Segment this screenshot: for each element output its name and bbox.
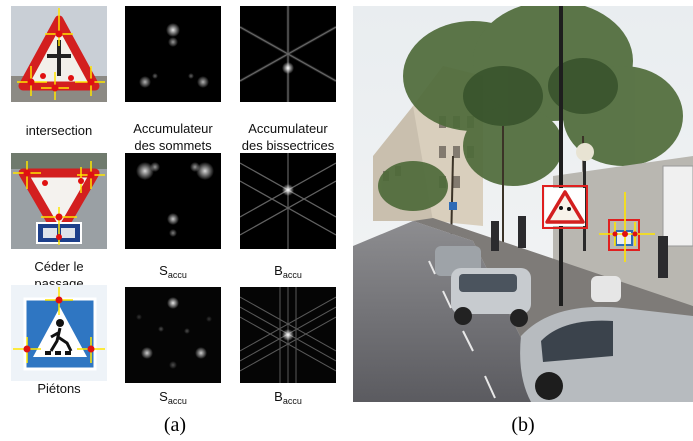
label-subscript: accu	[282, 270, 302, 280]
intersection-sign-photo	[11, 6, 107, 102]
vertex-accumulator-image	[125, 6, 221, 102]
label-line: Céder le	[34, 259, 84, 274]
label-line: des sommets	[134, 138, 212, 153]
caption-b: (b)	[511, 414, 535, 436]
label-subscript: accu	[282, 396, 302, 406]
yield-sign-photo	[11, 153, 107, 249]
row3-label: Piétons	[37, 381, 81, 396]
vertex-accumulator-label: Accumulateur des sommets	[113, 120, 233, 154]
label-main: B	[274, 389, 283, 404]
vertex-accumulator-image	[125, 287, 221, 383]
bisector-accumulator-image	[240, 153, 336, 249]
b-accu-label: Baccu	[226, 262, 350, 284]
label-line: Accumulateur	[248, 121, 328, 136]
pedestrian-sign-photo	[11, 285, 107, 381]
street-scene-photo	[353, 6, 693, 402]
label-main: B	[274, 263, 283, 278]
s-accu-label: Saccu	[113, 262, 233, 284]
row1-label: intersection	[25, 123, 93, 138]
label-main: S	[159, 263, 168, 278]
label-subscript: accu	[167, 270, 187, 280]
b-accu-label: Baccu	[226, 388, 350, 410]
label-line: des bissectrices	[241, 138, 335, 153]
bisector-accumulator-image	[240, 6, 336, 102]
bisector-accumulator-label: Accumulateur des bissectrices	[226, 120, 350, 154]
s-accu-label: Saccu	[113, 388, 233, 410]
caption-a: (a)	[163, 414, 187, 436]
vertex-accumulator-image	[125, 153, 221, 249]
bisector-accumulator-image	[240, 287, 336, 383]
label-subscript: accu	[167, 396, 187, 406]
label-line: Accumulateur	[133, 121, 213, 136]
label-main: S	[159, 389, 168, 404]
